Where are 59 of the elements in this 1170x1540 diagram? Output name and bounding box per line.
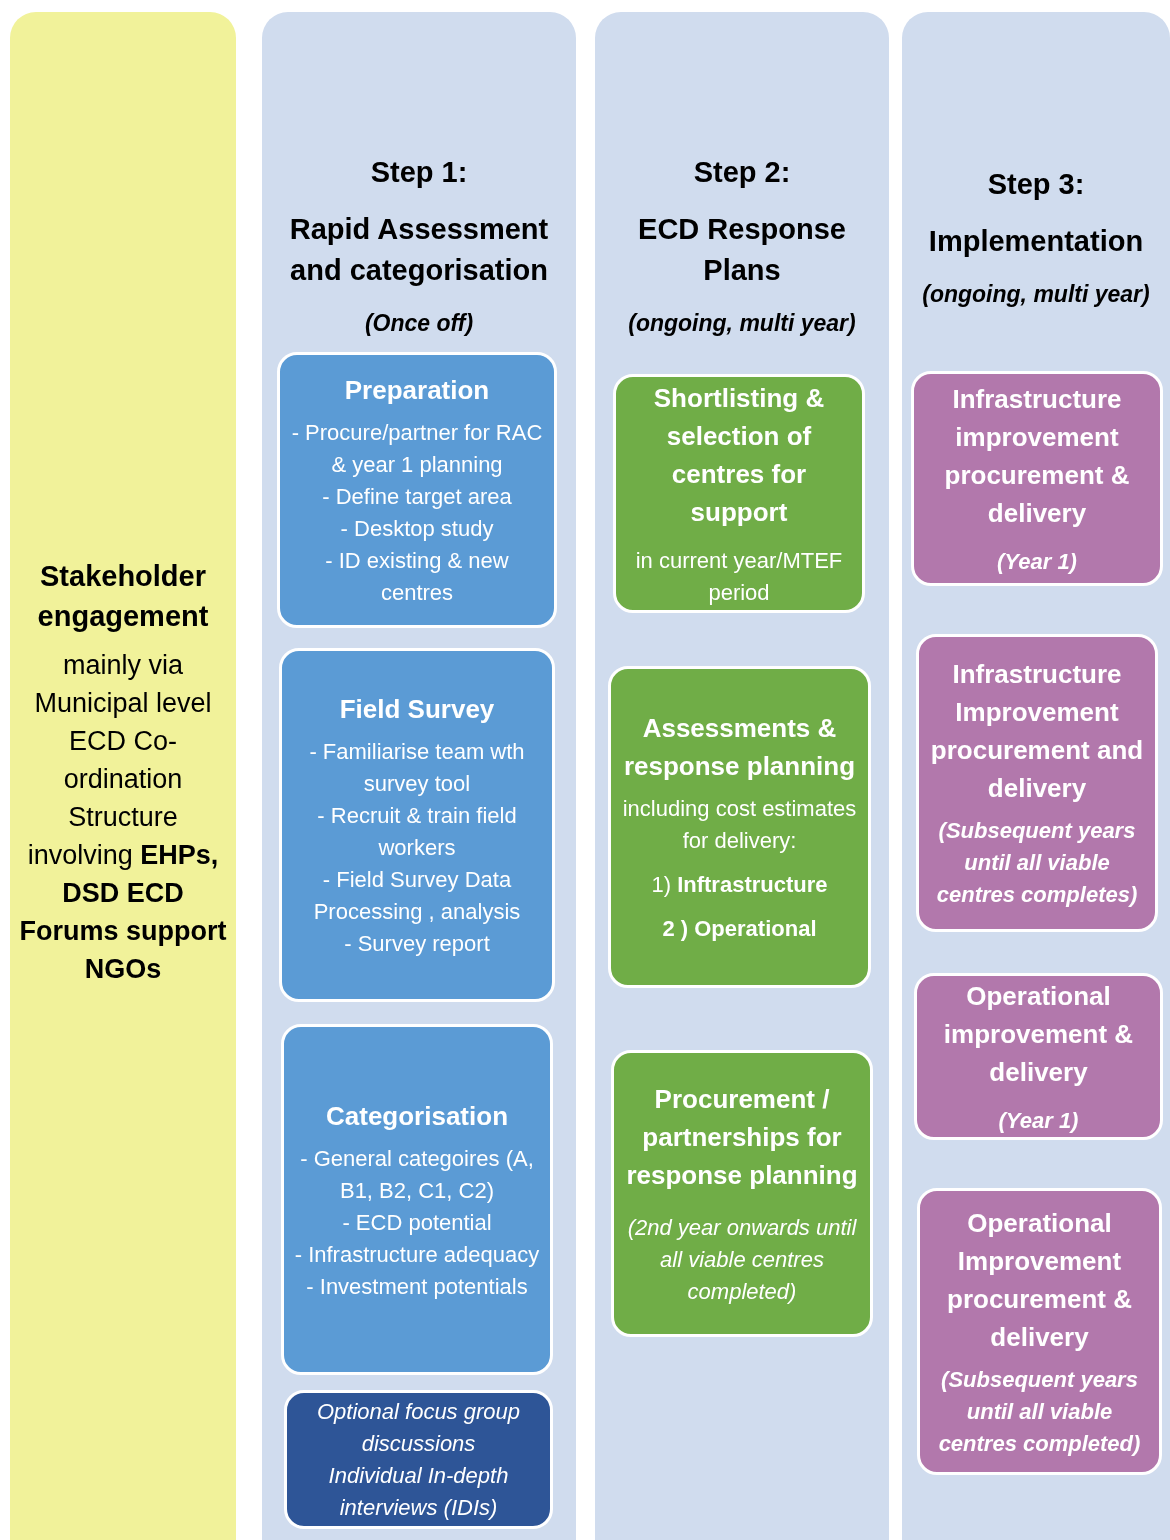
box-text: Optional focus group discussions [316,1397,521,1458]
heading: Stakeholder engagement [36,559,210,634]
box-text: - Recruit & train field workers [316,802,518,862]
box-text: (2nd year onwards until all viable centres completed) [626,1213,858,1306]
box-title: Infrastructure improvement procurement & delivery [943,382,1131,530]
box-text: 2 ) Operational [662,915,817,943]
box-text: Individual In-depth interviews (IDIs) [327,1461,510,1522]
column-subheading: (Once off) [364,309,474,338]
column-heading: ECD Response Plans [637,212,847,288]
column-heading: Step 2: [693,155,791,190]
step-box [284,1390,553,1529]
box-text: - Survey report [344,930,490,958]
box-title: Shortlisting & selection of centres for support [652,381,826,529]
step-box [608,666,871,988]
column-heading: Implementation [928,224,1144,259]
step-box [911,371,1163,586]
box-text: - Procure/partner for RAC & year 1 planning [290,419,544,479]
box-title: Operational improvement & delivery [942,979,1135,1089]
column-heading: Rapid Assessment and categorisation [288,212,550,288]
step-box [277,352,557,628]
box-text: including cost estimates for delivery: [621,795,858,855]
box-title: Operational Improvement procurement & delivery [946,1206,1133,1354]
column-panel [262,12,576,1540]
column-heading: Step 3: [987,167,1085,202]
box-text: (Year 1) [998,1106,1079,1135]
step-box [611,1050,873,1337]
box-text: - Infrastructure adequacy [294,1240,540,1269]
box-title: Preparation [344,374,490,407]
step-box [613,374,865,613]
box-text: - ECD potential [342,1208,492,1237]
box-text: - ID existing & new centres [324,547,510,607]
box-text: - General categoires (A, B1, B2, C1, C2) [299,1144,535,1205]
box-title: Assessments & response planning [622,712,857,783]
box-text: in current year/MTEF period [634,546,844,607]
box-text: (Subsequent years until all viable centres completes) [935,817,1139,909]
step-box [916,634,1158,932]
column-panel [595,12,889,1540]
description: mainly via Municipal level ECD Co-ordination Structure involving EHPs, DSD ECD Forums support NGOs [18,649,228,986]
box-title: Field Survey [339,693,495,726]
box-text: - Define target area [322,483,512,511]
step-box [279,648,555,1002]
box-text: - Field Survey Data Processing , analysis [312,866,522,926]
box-text: (Subsequent years until all viable centres completed) [937,1365,1142,1458]
box-text: - Investment potentials [306,1272,528,1301]
step-box [281,1024,553,1375]
box-text: 1) Inftrastructure [651,871,828,899]
box-text: - Familiarise team wth survey tool [308,738,526,798]
box-title: Procurement / partnerships for response planning [625,1082,859,1192]
column-panel [902,12,1170,1540]
step-box [917,1188,1162,1475]
box-text: - Desktop study [340,515,494,543]
column-subheading: (ongoing, multi year) [922,280,1150,309]
step-box [914,973,1163,1140]
side-panel [10,12,236,1540]
box-text: (Year 1) [997,547,1077,576]
column-subheading: (ongoing, multi year) [628,309,856,338]
box-title: Infrastructure Improvement procurement and delivery [929,658,1145,805]
column-heading: Step 1: [370,155,468,190]
box-title: Categorisation [326,1099,508,1133]
